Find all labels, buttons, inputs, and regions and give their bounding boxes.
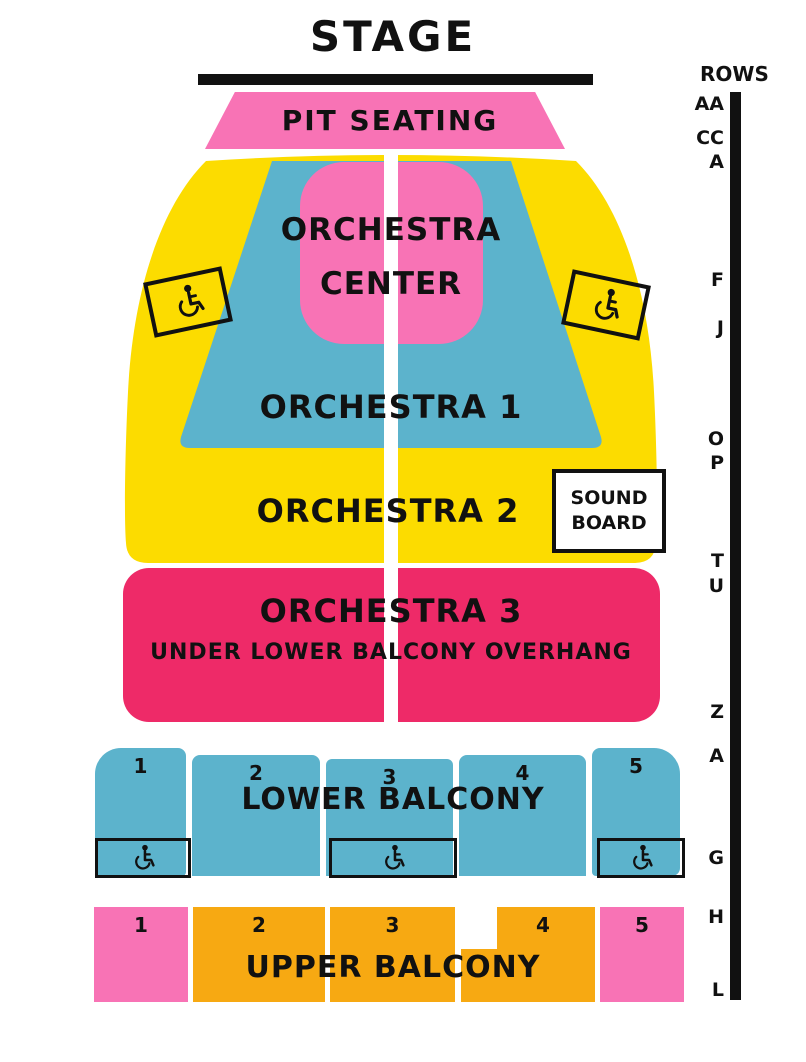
wheelchair-icon bbox=[594, 288, 619, 320]
row-label-cc: CC bbox=[696, 127, 724, 149]
wheelchair-seating-sign-right bbox=[561, 269, 651, 341]
wheelchair-icon bbox=[135, 844, 155, 870]
orchestra3-sublabel: UNDER LOWER BALCONY OVERHANG bbox=[150, 640, 632, 665]
sound-board-line1: SOUND bbox=[570, 487, 648, 510]
upper-balcony-section-3-number: 3 bbox=[385, 913, 400, 937]
wheelchair-icon bbox=[385, 844, 405, 870]
upper-balcony-section-5: 5 bbox=[600, 907, 684, 1002]
row-label-t: T bbox=[711, 550, 724, 572]
row-label-f: F bbox=[711, 269, 724, 291]
row-label-l: L bbox=[711, 979, 724, 1001]
lower-balcony-wheelchair-box-3 bbox=[597, 838, 685, 878]
lower-balcony-section-3-number: 3 bbox=[382, 765, 397, 789]
row-label-j: J bbox=[716, 317, 724, 339]
lower-balcony-section-4: 4 bbox=[459, 755, 586, 876]
orchestra-center-label-line1: ORCHESTRA bbox=[280, 212, 502, 248]
upper-balcony-section-5-number: 5 bbox=[635, 913, 649, 937]
sound-board-box: SOUND BOARD bbox=[552, 469, 666, 553]
row-label-aa: AA bbox=[694, 93, 724, 115]
row-label-a2: A bbox=[709, 745, 724, 767]
sound-board-line2: BOARD bbox=[571, 512, 647, 534]
row-label-h: H bbox=[708, 906, 724, 928]
lower-balcony-section-4-number: 4 bbox=[515, 761, 530, 785]
orchestra2-label: ORCHESTRA 2 bbox=[256, 492, 520, 530]
upper-balcony-aisle-notch bbox=[455, 905, 497, 949]
pit-seating-label: PIT SEATING bbox=[281, 104, 499, 137]
lower-balcony-wheelchair-box-1 bbox=[95, 838, 191, 878]
wheelchair-seating-sign-left bbox=[143, 266, 233, 338]
row-label-z: Z bbox=[710, 701, 724, 723]
row-label-p: P bbox=[710, 452, 724, 474]
lower-balcony-section-5-number: 5 bbox=[629, 754, 643, 778]
upper-balcony-section-2: 2 bbox=[193, 907, 325, 1002]
lower-balcony-section-5: 5 bbox=[592, 748, 680, 876]
lower-balcony-section-3: 3 bbox=[326, 759, 453, 876]
lower-balcony-section-1: 1 bbox=[95, 748, 186, 876]
lower-balcony-section-2-number: 2 bbox=[249, 761, 263, 785]
upper-balcony-section-1: 1 bbox=[94, 907, 188, 1002]
lower-balcony-section-1-number: 1 bbox=[133, 754, 148, 778]
row-label-a: A bbox=[709, 151, 724, 173]
lower-balcony-label: LOWER BALCONY bbox=[241, 782, 545, 817]
row-label-o: O bbox=[707, 428, 724, 450]
upper-balcony-section-2-number: 2 bbox=[252, 913, 266, 937]
orchestra1-label: ORCHESTRA 1 bbox=[259, 388, 523, 426]
orchestra3-label: ORCHESTRA 3 bbox=[259, 592, 523, 630]
wheelchair-icon bbox=[178, 284, 205, 317]
upper-balcony-section-4-number: 4 bbox=[536, 913, 550, 937]
row-label-g: G bbox=[708, 847, 724, 869]
rows-axis-bar bbox=[730, 92, 741, 1000]
orchestra-center-label-line2: CENTER bbox=[319, 266, 463, 302]
lower-balcony-section-2: 2 bbox=[192, 755, 320, 876]
stage-edge-bar bbox=[198, 74, 593, 85]
center-aisle bbox=[384, 155, 398, 722]
lower-balcony-wheelchair-box-2 bbox=[329, 838, 457, 878]
stage-label: STAGE bbox=[309, 12, 477, 61]
upper-balcony-section-1-number: 1 bbox=[134, 913, 148, 937]
upper-balcony-label: UPPER BALCONY bbox=[245, 950, 541, 985]
rows-legend-title: ROWS bbox=[700, 62, 769, 86]
upper-balcony-section-3: 3 bbox=[330, 907, 455, 1002]
wheelchair-icon bbox=[633, 844, 653, 870]
section-pit-seating bbox=[205, 92, 565, 149]
row-label-u: U bbox=[708, 575, 724, 597]
